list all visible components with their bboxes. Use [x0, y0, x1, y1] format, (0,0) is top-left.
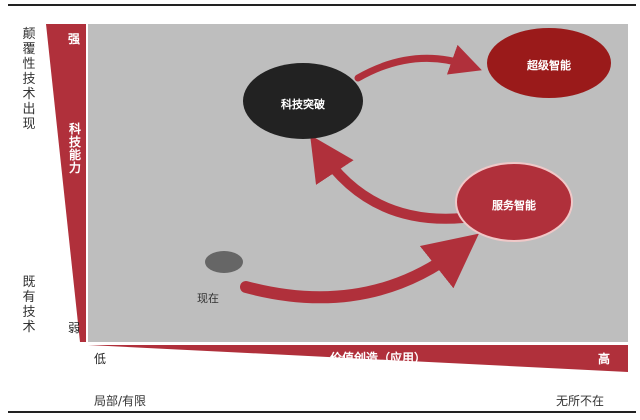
strong-label: 强 [68, 32, 81, 46]
y-axis-wedge [46, 24, 86, 342]
bottom-border [8, 411, 636, 413]
high-label: 高 [598, 352, 611, 366]
ubiquitous-label: 无所不在 [556, 394, 605, 408]
x-axis-wedge [88, 345, 628, 372]
node-super-intelligence [487, 28, 611, 98]
now-label: 现在 [197, 292, 219, 305]
arrow-now-to-service [240, 233, 479, 304]
disruptive-tech-label: 颠覆性技术出现 [22, 27, 36, 132]
low-label: 低 [94, 352, 107, 366]
service-intelligence-label: 服务智能 [492, 199, 536, 212]
arrow-breakthrough-to-super [354, 44, 482, 82]
breakthrough-label: 科技突破 [281, 98, 325, 111]
y-axis-title: 科技能力 [69, 122, 82, 175]
node-breakthrough [243, 63, 363, 139]
super-intelligence-label: 超级智能 [527, 59, 571, 72]
arrow-service-to-breakthrough [310, 134, 468, 224]
watermark-domain: zhidx.com [540, 386, 596, 396]
x-axis-title: 价值创造（应用） [330, 351, 427, 365]
top-border [8, 4, 636, 6]
now-dot [205, 251, 243, 273]
local-limited-label: 局部/有限 [94, 394, 147, 408]
existing-tech-label: 既有技术 [22, 275, 36, 335]
watermark-logo: 智东西 [536, 368, 599, 392]
weak-label: 弱 [68, 321, 81, 335]
node-service-intelligence [455, 162, 573, 242]
